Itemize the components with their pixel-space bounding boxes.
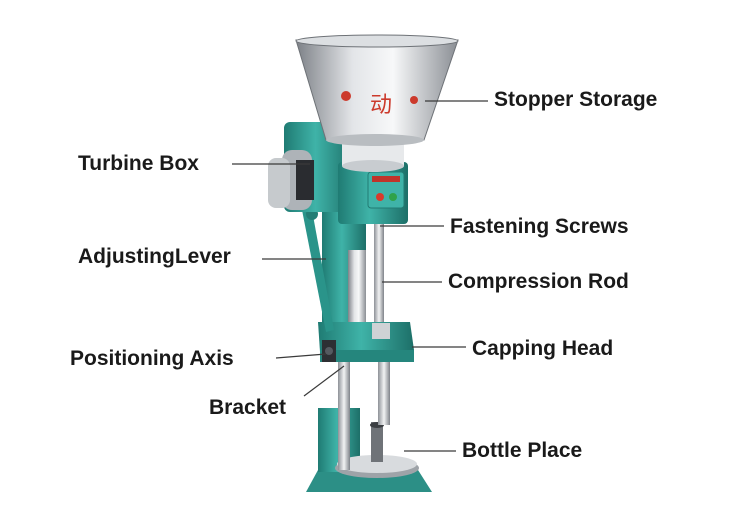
label-stopper-storage: Stopper Storage xyxy=(494,88,658,111)
turbine-box xyxy=(268,122,354,212)
base xyxy=(306,408,432,492)
label-fastening-screws: Fastening Screws xyxy=(450,215,629,238)
label-positioning-axis: Positioning Axis xyxy=(70,347,234,370)
bracket-columns xyxy=(338,360,390,470)
label-adjusting-lever: AdjustingLever xyxy=(78,245,231,268)
hopper-text: 动 xyxy=(370,93,392,118)
compression-rod xyxy=(374,215,384,325)
stopper-storage-hopper: 动 xyxy=(295,34,459,146)
label-capping-head: Capping Head xyxy=(472,337,614,360)
bottle-place-disk xyxy=(335,422,419,478)
leader-lines xyxy=(232,100,488,452)
leader-positioning xyxy=(275,353,327,359)
positioning-axis-knob xyxy=(322,340,336,362)
capping-head-block xyxy=(318,322,414,362)
label-turbine-box: Turbine Box xyxy=(78,152,199,175)
label-bracket: Bracket xyxy=(209,396,287,419)
control-box xyxy=(338,162,408,224)
label-compression-rod: Compression Rod xyxy=(448,270,629,293)
label-bottle-place: Bottle Place xyxy=(462,439,583,462)
leader-bracket xyxy=(303,365,345,397)
